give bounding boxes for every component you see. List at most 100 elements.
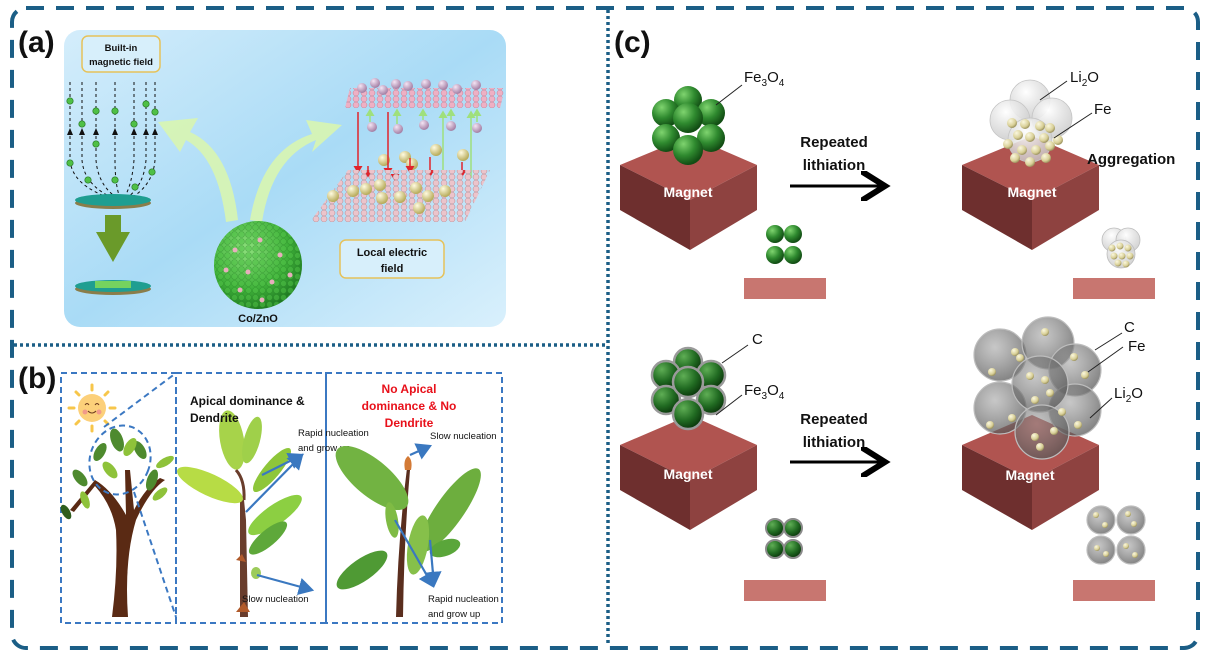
panel-a: (a) Built-in magnetic field (18, 26, 506, 327)
dendrite-rapid-annot-line2: and grow up (298, 443, 350, 454)
bottom-right-carbon-shells (973, 316, 1102, 460)
top-right-mini-cluster (1101, 227, 1141, 269)
top-right-fe-label: Fe (1094, 101, 1112, 118)
electric-field-label-line1: Local electric (357, 247, 427, 259)
top-arrow-label-line2: lithiation (803, 157, 866, 174)
bottom-right-fe-particles (986, 328, 1089, 451)
top-arrow-label-line1: Repeated (800, 134, 868, 151)
field-line-arrowheads (67, 128, 158, 135)
no-dendrite-title-line2: dominance & No (362, 399, 457, 413)
green-arrows (365, 108, 482, 180)
hole-ions-mid (367, 120, 482, 134)
fe3o4-sub2: 4 (779, 391, 785, 402)
top-left-fe3o4-leader (715, 84, 743, 106)
top-right-fe-leader (1053, 112, 1093, 139)
bottom-right-c-leader (1094, 332, 1123, 351)
panel-b: (b) (18, 362, 503, 624)
fe3o4-sub2: 4 (779, 78, 785, 89)
li2o-end: O (1087, 69, 1099, 86)
sun-icon (67, 383, 117, 433)
dendrite-box (175, 372, 327, 624)
electron-ions-bottom (327, 179, 451, 214)
top-right-li2o-leader (1039, 80, 1068, 101)
dendrite-rapid-annot-line1: Rapid nucleation (298, 428, 369, 439)
top-right-magnet-label: Magnet (1008, 184, 1057, 200)
bottom-right-magnet-label: Magnet (1006, 467, 1055, 483)
bottom-left-mini-cluster (765, 518, 803, 559)
fe3o4-mid: O (767, 69, 779, 86)
bottom-right-mini-cluster (1086, 505, 1146, 565)
no-dendrite-rapid-annot-line2: and grow up (428, 609, 480, 620)
bottom-right-c-label: C (1124, 319, 1135, 336)
dendrite-slow-annot: Slow nucleation (242, 594, 309, 605)
lower-plate (310, 170, 490, 222)
panel-c-letter: (c) (614, 26, 651, 59)
co-zno-sphere (214, 221, 302, 309)
dendrite-title-line1: Apical dominance & (190, 394, 305, 408)
bottom-left-fe3o4-leader (715, 394, 743, 416)
top-right-fe-particles (1003, 118, 1063, 167)
li2o-sub: 2 (1082, 78, 1088, 89)
upper-plate (345, 78, 505, 108)
bottom-left-magnet: Magnet (620, 415, 757, 530)
fe3o4-base: Fe (744, 382, 762, 399)
bottom-right-substrate (1073, 580, 1155, 601)
bottom-right-li2o-label: Li2O (1114, 385, 1143, 405)
sphere-label: Co/ZnO (238, 313, 278, 325)
top-left-magnet: Magnet (620, 136, 757, 250)
dendrite-plant (177, 410, 302, 617)
panel-c: (c) Magnet Fe3O4 Repeated lithiation (614, 26, 1175, 601)
fe3o4-sub1: 3 (762, 391, 768, 402)
magnetic-field-label-box (81, 35, 161, 73)
bottom-left-c-leader (721, 344, 749, 364)
bottom-left-c-label: C (752, 331, 763, 348)
magnetic-field-label-line1: Built-in (105, 43, 138, 54)
bottom-right-fe-label: Fe (1128, 338, 1146, 355)
li2o-sub: 2 (1126, 394, 1132, 405)
top-right-aggregation-label: Aggregation (1087, 151, 1175, 168)
curved-arrow-right (250, 120, 342, 222)
electrode-disc-top (75, 194, 151, 209)
electrode-disc-bottom (75, 280, 151, 295)
bottom-arrow-label-line1: Repeated (800, 411, 868, 428)
panel-a-letter: (a) (18, 26, 55, 59)
no-dendrite-title-line1: No Apical (382, 382, 437, 396)
top-left-substrate (744, 278, 826, 299)
no-dendrite-arrows (394, 443, 442, 588)
bottom-arrow-label-line2: lithiation (803, 434, 866, 451)
top-right-substrate (1073, 278, 1155, 299)
no-dendrite-plant (335, 445, 481, 617)
bottom-left-substrate (744, 580, 826, 601)
bottom-left-fe3o4-label: Fe3O4 (744, 382, 785, 402)
bottom-left-magnet-label: Magnet (664, 466, 713, 482)
down-arrow (96, 215, 130, 262)
magnetic-field-label-line2: magnetic field (89, 57, 153, 68)
zoom-indicator (88, 372, 177, 618)
fe3o4-base: Fe (744, 69, 762, 86)
curved-arrow-left (158, 118, 238, 222)
top-left-magnet-label: Magnet (664, 184, 713, 200)
top-right-li2o-label: Li2O (1070, 69, 1099, 89)
dendrite-arrows (245, 453, 315, 596)
bottom-arrow: Repeated lithiation (790, 411, 882, 462)
panel-b-letter: (b) (18, 362, 56, 395)
magnetic-particles (66, 97, 159, 191)
no-dendrite-slow-annot: Slow nucleation (430, 431, 497, 442)
electric-field-label-line2: field (381, 263, 404, 275)
no-dendrite-box (325, 372, 503, 624)
top-left-mini-cluster (766, 225, 802, 264)
bottom-right-li2o-leader (1089, 397, 1113, 419)
top-left-fe3o4-label: Fe3O4 (744, 69, 785, 89)
outer-dashed-border (10, 6, 1200, 650)
fe3o4-mid: O (767, 382, 779, 399)
hole-ions-top (357, 78, 481, 95)
li2o-base: Li (1070, 69, 1082, 86)
top-arrow: Repeated lithiation (790, 134, 882, 186)
top-left-fe3o4-cluster (652, 86, 725, 165)
electric-field-label: Local electric field (339, 239, 445, 279)
bottom-right-fe-leader (1087, 346, 1124, 373)
top-right-magnet: Magnet (962, 136, 1099, 250)
dendrite-title-line2: Dendrite (190, 411, 239, 425)
frame (10, 6, 1200, 650)
